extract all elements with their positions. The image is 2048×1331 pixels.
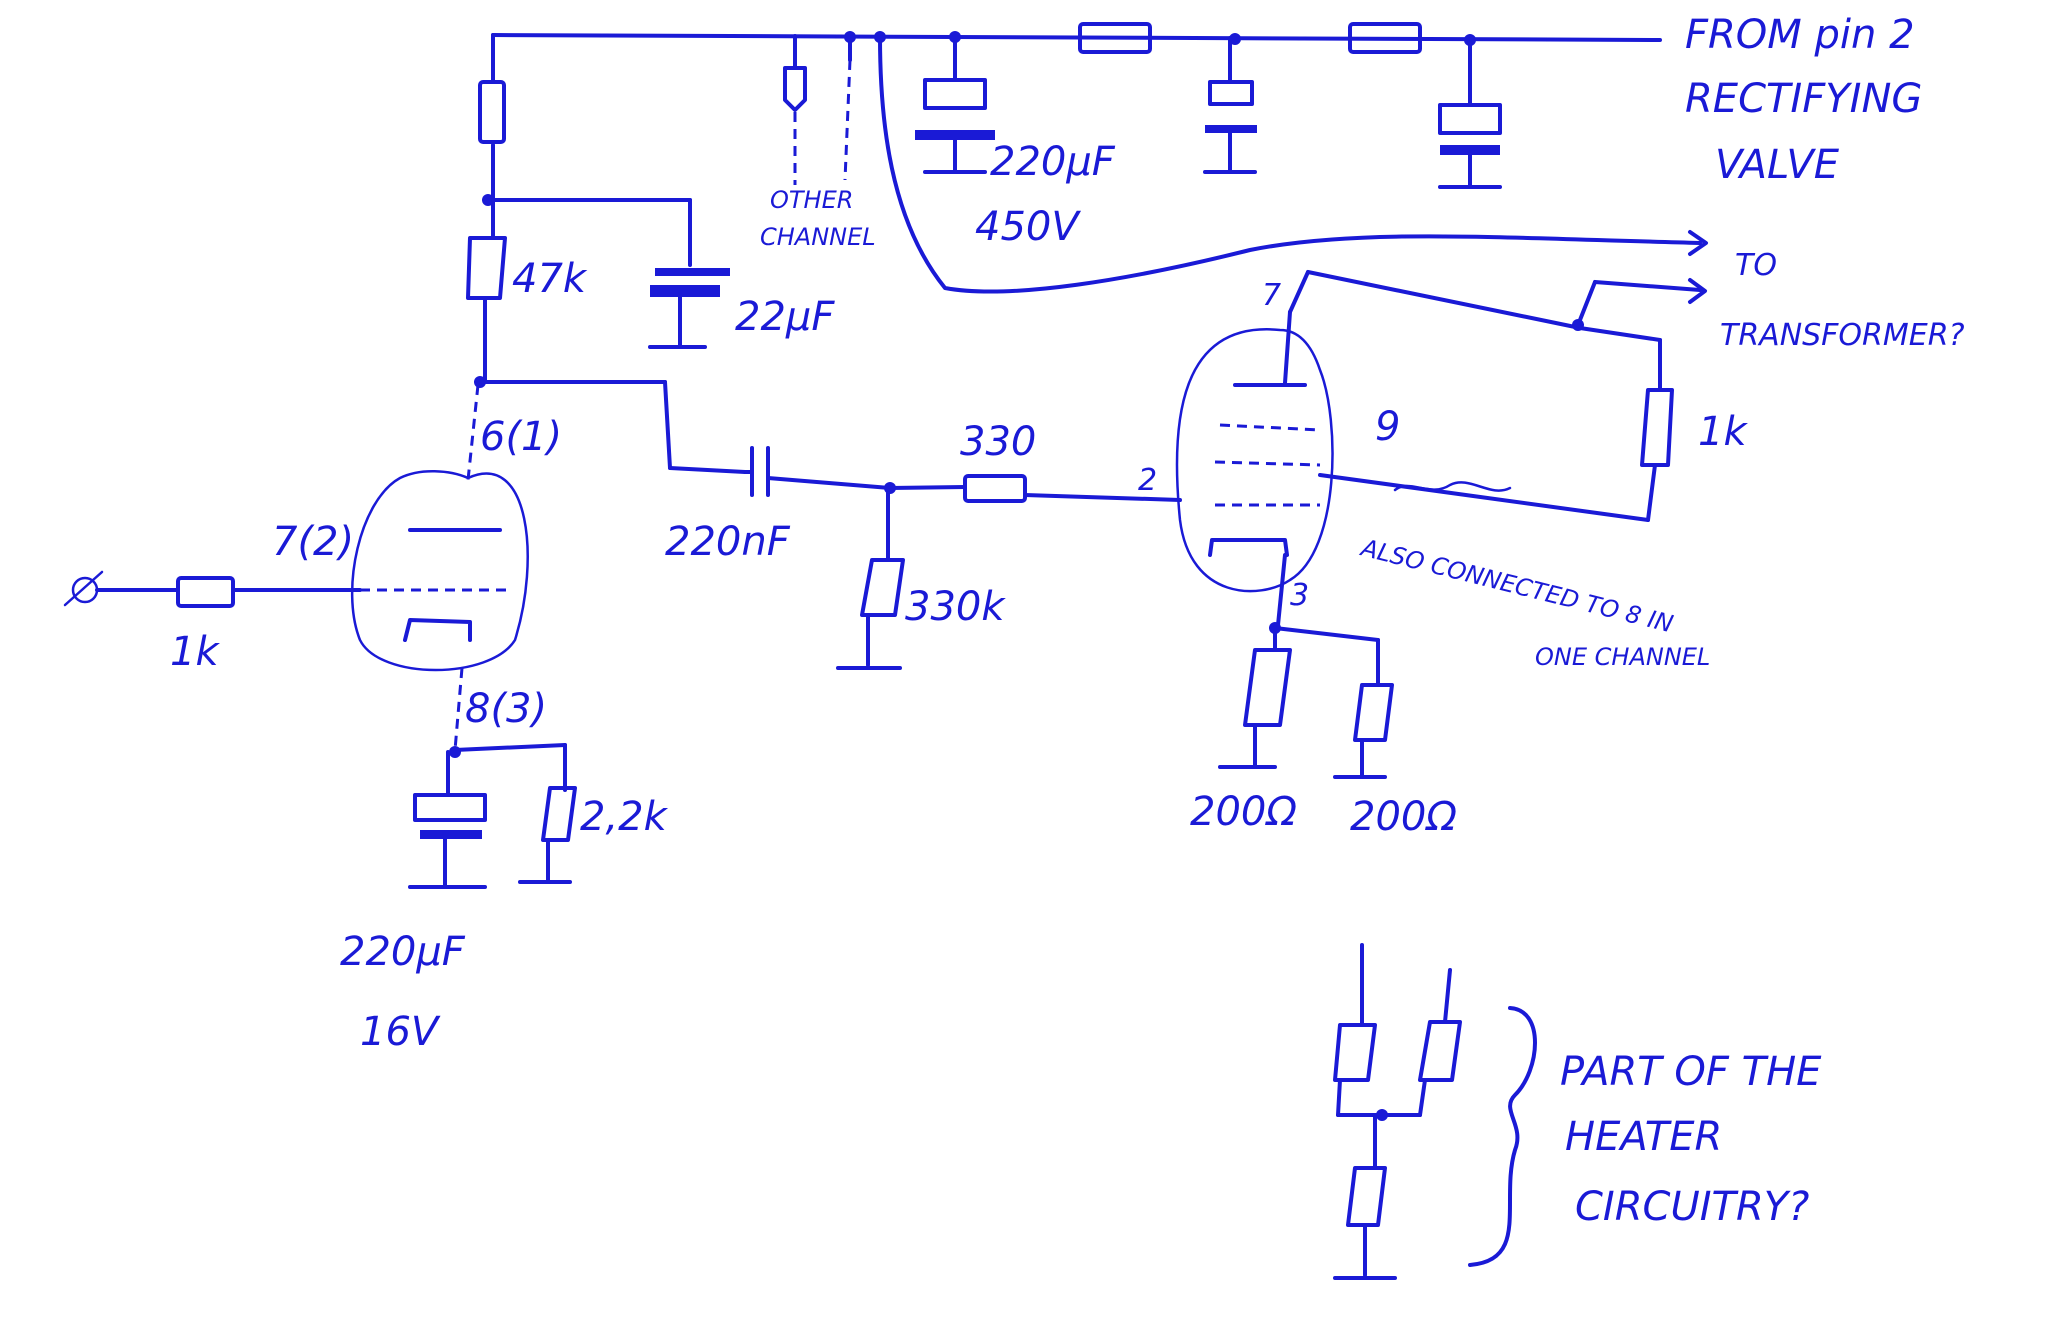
triode-valve bbox=[350, 470, 529, 672]
pentode-valve bbox=[1175, 328, 1334, 593]
label-from-pin-3: VALVE bbox=[1715, 142, 1840, 188]
label-grid-stopper: 330 bbox=[960, 419, 1036, 465]
filter-capacitor-2 bbox=[1203, 33, 1257, 174]
label-filter-cap-value: 220µF bbox=[990, 139, 1116, 185]
label-cathode-resistor: 2,2k bbox=[580, 794, 669, 840]
label-to-transformer-1: TO bbox=[1735, 248, 1777, 283]
label-decoupling-cap: 22µF bbox=[735, 294, 835, 340]
label-pentode-screen-pin: 9 bbox=[1375, 404, 1400, 450]
label-other-channel-1: OTHER bbox=[770, 186, 853, 214]
label-cathode-cap-value: 220µF bbox=[340, 929, 466, 975]
filter-capacitor-main bbox=[915, 31, 995, 174]
label-also-connected-2: ONE CHANNEL bbox=[1535, 643, 1710, 671]
grid-stopper-resistor bbox=[888, 474, 1182, 503]
rail-resistor-2 bbox=[1348, 22, 1422, 54]
label-from-pin-2: RECTIFYING bbox=[1685, 76, 1922, 122]
label-triode-plate-pin: 6(1) bbox=[480, 414, 562, 460]
pentode-plate-wiring bbox=[1283, 270, 1707, 392]
grid-leak-resistor bbox=[836, 486, 905, 670]
rail-to-transformer-wire bbox=[878, 35, 1702, 294]
label-filter-cap-voltage: 450V bbox=[975, 204, 1081, 250]
label-pentode-grid-pin: 2 bbox=[1138, 463, 1157, 498]
triode-cathode-network bbox=[408, 667, 577, 889]
label-pentode-cathode-res-b: 200Ω bbox=[1350, 794, 1457, 840]
label-also-connected-1: ALSO CONNECTED TO 8 IN bbox=[1357, 533, 1676, 638]
supply-resistor-left bbox=[478, 80, 506, 144]
pentode-cathode-network bbox=[1218, 553, 1394, 779]
label-screen-resistor: 1k bbox=[1698, 409, 1748, 455]
label-coupling-cap: 220nF bbox=[665, 519, 791, 565]
label-triode-cathode-pin: 8(3) bbox=[465, 686, 547, 732]
triode-plate-wiring bbox=[466, 194, 747, 481]
label-plate-resistor: 47k bbox=[512, 256, 588, 302]
filter-capacitor-3 bbox=[1438, 34, 1502, 189]
other-channel-tap bbox=[783, 31, 886, 185]
label-triode-grid-pin: 7(2) bbox=[272, 519, 354, 565]
label-from-pin-1: FROM pin 2 bbox=[1685, 12, 1915, 58]
label-heater-1: PART OF THE bbox=[1560, 1049, 1822, 1095]
label-pentode-cathode-pin: 3 bbox=[1290, 578, 1309, 613]
label-to-transformer-2: TRANSFORMER? bbox=[1720, 318, 1965, 353]
coupling-capacitor bbox=[743, 446, 896, 497]
label-pentode-plate-pin: 7 bbox=[1262, 278, 1281, 313]
screen-resistor bbox=[1318, 388, 1674, 522]
label-other-channel-2: CHANNEL bbox=[760, 223, 876, 251]
label-heater-3: CIRCUITRY? bbox=[1575, 1184, 1809, 1230]
label-input-resistor: 1k bbox=[170, 629, 220, 675]
rail-resistor-1 bbox=[1078, 22, 1152, 54]
label-cathode-cap-voltage: 16V bbox=[360, 1009, 441, 1055]
heater-network bbox=[1333, 943, 1537, 1280]
label-heater-2: HEATER bbox=[1565, 1114, 1722, 1160]
label-pentode-cathode-res-a: 200Ω bbox=[1190, 789, 1297, 835]
input-network bbox=[63, 570, 362, 608]
label-grid-leak: 330k bbox=[905, 584, 1006, 630]
decoupling-capacitor bbox=[648, 198, 730, 349]
